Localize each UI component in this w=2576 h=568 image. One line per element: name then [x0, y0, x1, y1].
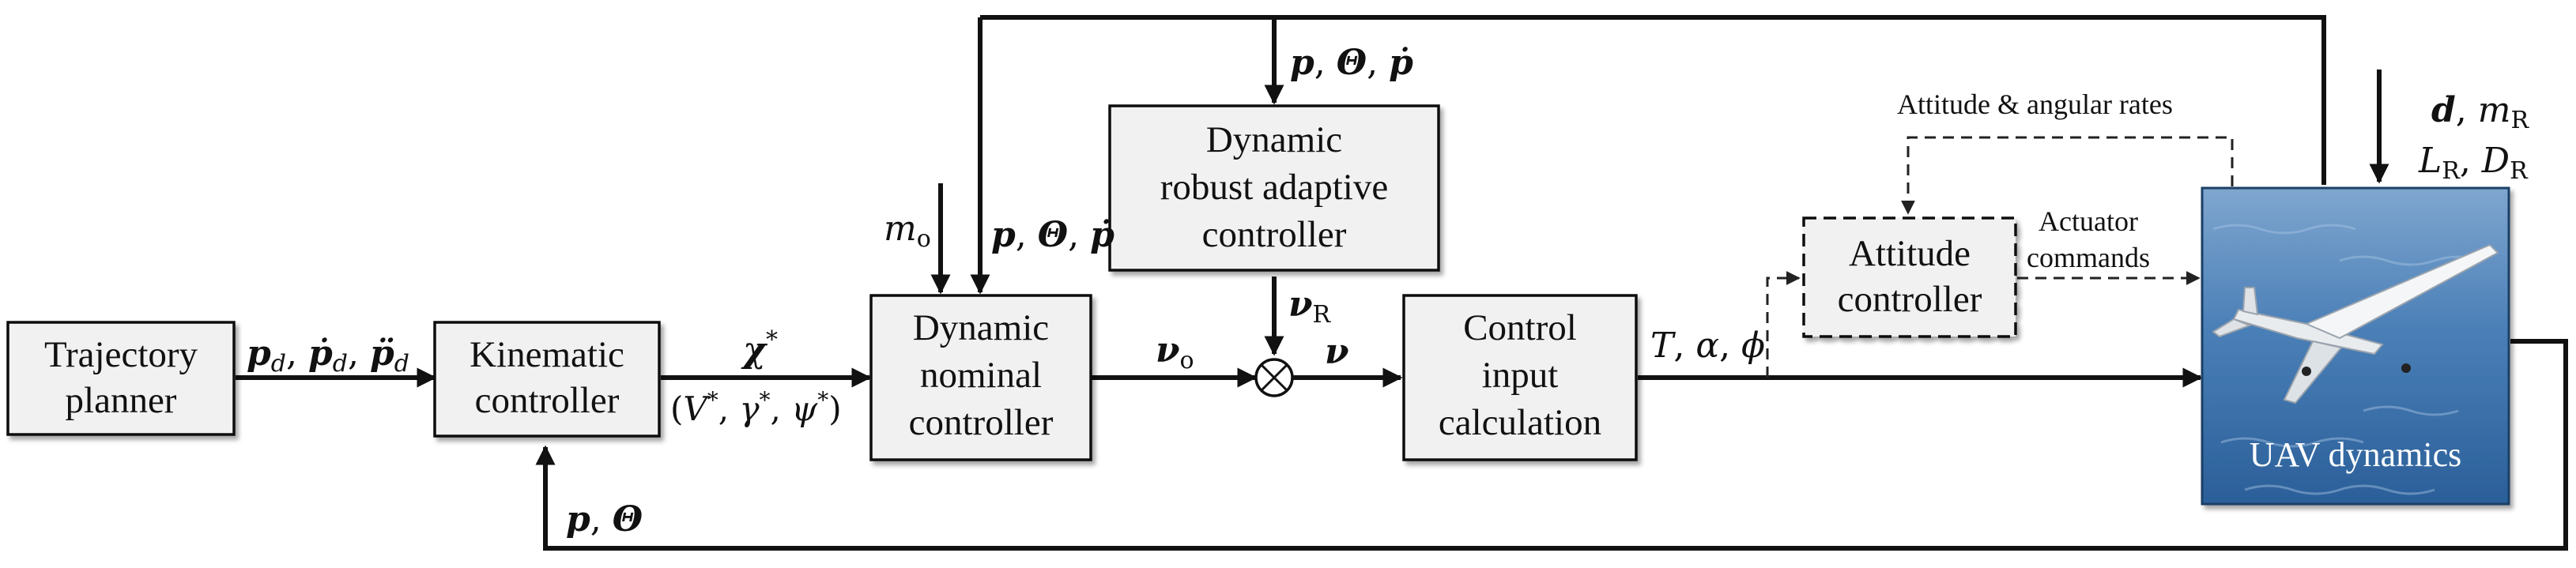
- svg-text:Dynamic: Dynamic: [913, 307, 1049, 348]
- label-feedback-to-nominal: p, Θ, ṗ: [991, 215, 1115, 255]
- svg-text:input: input: [1482, 355, 1559, 396]
- label-desired-trajectory: pd, ṗd, p̈d: [247, 333, 409, 378]
- label-robust-output: νR: [1288, 284, 1332, 329]
- wire-attitude-feedback: [1901, 136, 2234, 215]
- water-ripples: [2212, 224, 2483, 495]
- svg-text:Dynamic: Dynamic: [1206, 119, 1342, 160]
- label-disturbances-line2: LR, DR: [2418, 141, 2529, 185]
- label-control-inputs: T, α, ϕ: [1650, 325, 1765, 366]
- label-feedback-to-robust: p, Θ, ṗ: [1290, 43, 1413, 83]
- block-trajectory-planner: Trajectory planner: [6, 321, 236, 436]
- label-chi-star: χ*: [741, 326, 778, 371]
- label-nominal-output: νo: [1156, 330, 1194, 374]
- summing-junction-icon: [1254, 358, 1294, 397]
- svg-text:Control: Control: [1463, 307, 1577, 348]
- label-chi-star-components: (V*, γ*, ψ*): [670, 387, 842, 428]
- svg-text:controller: controller: [909, 402, 1054, 443]
- label-disturbances-line1: d, mR: [2431, 90, 2529, 134]
- label-actuator-commands-line1: Actuator: [2039, 205, 2138, 237]
- block-dynamic-nominal-controller: Dynamic nominal controller: [869, 294, 1092, 461]
- block-control-input-calculation: Control input calculation: [1402, 294, 1638, 461]
- label-nominal-mass: mo: [884, 209, 931, 253]
- wire-top-feedback-loop: [980, 15, 2326, 185]
- svg-text:Attitude: Attitude: [1849, 233, 1971, 274]
- svg-text:controller: controller: [475, 380, 620, 421]
- svg-text:Trajectory: Trajectory: [44, 334, 198, 375]
- block-dynamic-robust-adaptive-controller: Dynamic robust adaptive controller: [1108, 104, 1440, 272]
- label-combined-command: ν: [1325, 332, 1349, 372]
- svg-text:calculation: calculation: [1439, 402, 1601, 443]
- svg-text:nominal: nominal: [920, 355, 1042, 396]
- svg-text:Kinematic: Kinematic: [470, 334, 624, 375]
- svg-text:controller: controller: [1838, 279, 1982, 320]
- fixed-wing-uav-icon: [2212, 243, 2499, 404]
- label-attitude-feedback: Attitude & angular rates: [1897, 88, 2173, 120]
- label-feedback-to-kinematic: p, Θ: [566, 499, 643, 540]
- svg-text:controller: controller: [1202, 214, 1347, 255]
- svg-text:planner: planner: [66, 380, 177, 421]
- svg-text:robust adaptive: robust adaptive: [1160, 167, 1388, 208]
- block-uav-dynamics: UAV dynamics: [2201, 186, 2510, 506]
- block-kinematic-controller: Kinematic controller: [433, 321, 661, 438]
- label-actuator-commands-line2: commands: [2027, 242, 2150, 273]
- block-attitude-controller: Attitude controller: [1802, 216, 2017, 338]
- wire-attitude-branch: [1766, 271, 1801, 378]
- svg-text:UAV dynamics: UAV dynamics: [2250, 435, 2462, 474]
- wire-bottom-feedback-loop: [535, 339, 2568, 551]
